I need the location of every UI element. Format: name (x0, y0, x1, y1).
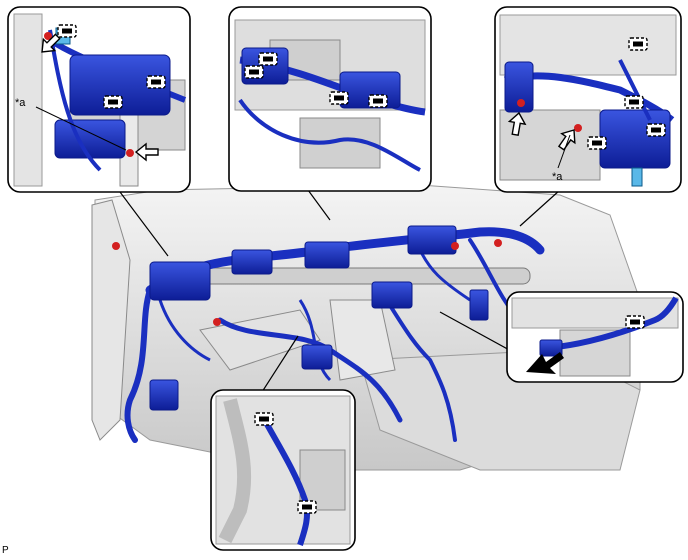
connector-block (371, 281, 413, 309)
clip-marker-icon (103, 95, 123, 109)
clip-marker-icon (368, 94, 388, 108)
red-clamp-icon (44, 32, 52, 40)
harness-center-branch (378, 288, 457, 442)
harness-thin-3 (158, 299, 211, 362)
red-clamp-icon (574, 124, 582, 132)
connector-block (149, 261, 211, 301)
inset-top-right: *a (494, 6, 682, 193)
red-clamp-icon (451, 242, 459, 250)
clip-marker-icon (258, 52, 278, 66)
red-clamp-icon (126, 149, 134, 157)
clip-marker-icon (244, 65, 264, 79)
clip-marker-icon (646, 123, 666, 137)
connector-block (304, 241, 350, 269)
clip-marker-icon (628, 37, 648, 51)
red-clamp-icon (517, 99, 525, 107)
clip-marker-icon (146, 75, 166, 89)
left-door-pillar (91, 199, 131, 441)
connector-block (149, 379, 179, 411)
connector-block (407, 225, 457, 255)
clip-marker-icon (587, 136, 607, 150)
red-clamp-icon (112, 242, 120, 250)
connector-block (469, 289, 489, 321)
clip-marker-icon (57, 24, 77, 38)
harness-left-branch (124, 287, 153, 443)
red-clamp-icon (213, 318, 221, 326)
figure-code: P (2, 545, 9, 556)
solid-arrow-icon (526, 352, 564, 374)
inset-top-center (228, 6, 432, 192)
harness-thin-2 (418, 249, 471, 302)
inset-bottom-center (210, 389, 356, 551)
clip-marker-icon (624, 95, 644, 109)
harness-thin-1 (298, 299, 332, 382)
connector-block (301, 344, 333, 370)
inset-right-middle (506, 291, 684, 383)
clip-marker-icon (329, 91, 349, 105)
clip-marker-icon (254, 412, 274, 426)
connector-block (231, 249, 273, 275)
leader-lines (119, 189, 561, 393)
clip-marker-icon (297, 500, 317, 514)
callout-marker-a: *a (15, 97, 26, 109)
red-clamp-icon (494, 239, 502, 247)
callout-marker-a: *a (552, 171, 563, 183)
harness-main-trunk (145, 227, 545, 295)
inset-top-left: *a (7, 6, 191, 193)
clip-marker-icon (625, 315, 645, 329)
